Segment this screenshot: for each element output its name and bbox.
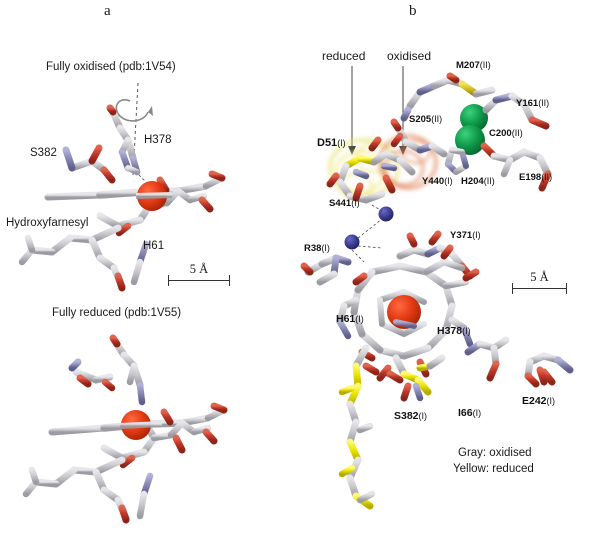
pointer-arrow-reduced <box>348 66 356 155</box>
label-S382-panel-b-chain: (I) <box>418 411 428 421</box>
label-Y371: Y371(I) <box>450 230 481 242</box>
label-Y371-id: Y371 <box>450 230 473 241</box>
label-Y161: Y161(II) <box>516 98 549 110</box>
scalebar-panel-a-text: 5 Å <box>189 262 209 276</box>
legend-gray: Gray: oxidised <box>458 447 532 459</box>
label-E198-chain: (II) <box>541 172 553 182</box>
label-H61-panel-b: H61(I) <box>336 313 364 325</box>
label-R38: R38(I) <box>304 243 330 255</box>
residue-S205 <box>390 118 448 158</box>
label-H378-panel-b-id: H378 <box>437 325 463 337</box>
label-Y440-id: Y440 <box>422 176 445 187</box>
label-H204: H204(II) <box>461 176 495 188</box>
iron-atom-reduced <box>121 410 151 440</box>
label-S382-panel-b: S382(I) <box>394 410 427 422</box>
label-E198-id: E198 <box>519 172 542 183</box>
label-H61-panel-b-chain: (I) <box>355 314 364 324</box>
label-E198: E198(II) <box>519 172 552 184</box>
panel-a-title-oxidised: Fully oxidised (pdb:1V54) <box>46 61 176 73</box>
label-M207-chain: (II) <box>479 60 491 70</box>
label-M207: M207(II) <box>456 60 491 72</box>
scalebar-panel-a: 5 Å <box>168 262 230 292</box>
label-Y161-chain: (II) <box>538 98 550 108</box>
residue-I66 <box>464 336 510 382</box>
label-S441-id: S441 <box>329 198 352 209</box>
label-I66: I66(I) <box>458 407 481 419</box>
label-R38-id: R38 <box>304 243 322 254</box>
label-E242: E242(I) <box>522 395 555 407</box>
label-hydroxyfarnesyl: Hydroxyfarnesyl <box>6 217 89 229</box>
label-S205-id: S205 <box>409 114 432 125</box>
label-H378-panel-b: H378(I) <box>437 325 471 337</box>
scalebar-panel-b-text: 5 Å <box>530 270 549 284</box>
residue-S382-panel-b <box>392 354 446 402</box>
label-reduced-pointer: reduced <box>322 49 366 63</box>
label-R38-chain: (I) <box>321 243 330 253</box>
label-C200-id: C200 <box>489 128 512 139</box>
copper-atom-1 <box>460 104 488 132</box>
residue-H204 <box>444 146 469 175</box>
scalebar-panel-b: 5 Å <box>512 270 567 300</box>
label-H378-panel-a: H378 <box>144 134 172 146</box>
panel-a-oxidised-structure <box>18 82 226 292</box>
label-H61-panel-a: H61 <box>143 240 165 252</box>
panel-letter-b: b <box>409 3 417 19</box>
label-D51: D51(I) <box>317 137 346 150</box>
copper-atom-2 <box>455 125 485 155</box>
label-Y371-chain: (I) <box>472 230 481 240</box>
label-Y161-id: Y161 <box>516 98 539 109</box>
label-E242-id: E242 <box>522 395 547 407</box>
label-S382-panel-b-id: S382 <box>394 410 419 422</box>
label-Y440-chain: (I) <box>444 176 453 186</box>
label-Y440: Y440(I) <box>422 176 453 188</box>
residue-R38 <box>300 254 352 286</box>
label-S205: S205(II) <box>409 114 442 126</box>
label-M207-id: M207 <box>456 60 480 71</box>
legend-yellow: Yellow: reduced <box>453 463 534 475</box>
label-C200-chain: (II) <box>511 128 523 138</box>
label-H378-panel-b-chain: (I) <box>462 326 471 336</box>
label-E242-chain: (I) <box>546 396 556 406</box>
label-H61-panel-b-id: H61 <box>336 313 356 325</box>
water-molecule-2 <box>344 234 360 250</box>
label-S382-panel-a: S382 <box>30 147 57 159</box>
panel-letter-a: a <box>104 3 111 19</box>
label-S441: S441(I) <box>329 198 360 210</box>
pointer-arrow-oxidised <box>399 66 407 155</box>
label-H204-chain: (II) <box>483 176 495 186</box>
water-molecule-1 <box>378 206 394 222</box>
residue-M207 <box>400 72 496 122</box>
label-C200: C200(II) <box>489 128 523 140</box>
label-S441-chain: (I) <box>351 198 360 208</box>
label-D51-chain: (I) <box>337 138 346 148</box>
heme-panel-b <box>350 258 470 360</box>
label-S205-chain: (II) <box>431 114 443 124</box>
panel-a-title-reduced: Fully reduced (pdb:1V55) <box>52 307 182 319</box>
label-oxidised-pointer: oxidised <box>387 49 432 63</box>
label-D51-id: D51 <box>317 137 338 149</box>
panel-a-reduced-structure <box>22 334 228 524</box>
iron-atom-oxidised <box>137 181 167 211</box>
label-I66-id: I66 <box>458 407 473 419</box>
label-H204-id: H204 <box>461 176 484 187</box>
residue-E242 <box>524 352 574 388</box>
label-I66-chain: (I) <box>472 408 482 418</box>
iron-atom-panel-b <box>387 295 421 329</box>
